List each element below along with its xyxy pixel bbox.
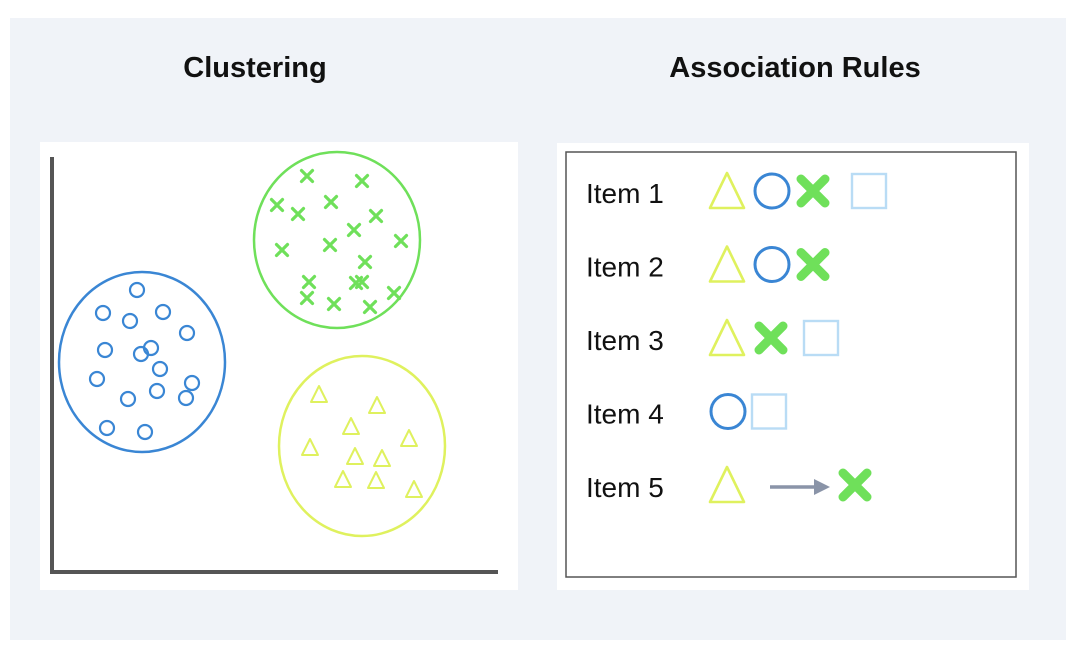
green-cross-cluster-boundary [252,150,422,330]
cross-point [274,242,290,258]
circle-point [136,423,154,441]
item-label: Item 2 [586,252,664,283]
triangle-icon [708,465,746,504]
clustering-plot [50,150,498,574]
blue-circle-cluster [57,270,227,454]
items-box [565,151,1017,578]
cross-point [299,290,315,306]
cross-icon [796,174,830,208]
circle-point [98,419,116,437]
circle-point [177,389,195,407]
item-label: Item 3 [586,325,664,356]
cross-point [362,299,378,315]
item-row: Item 3 [586,318,840,357]
cross-point [368,208,384,224]
association-rules-diagram: Item 1 Item 2 Item 3 Item 4 Item 5 [557,143,1029,590]
cross-point [393,233,409,249]
circle-point [148,382,166,400]
circle-icon [753,246,791,283]
triangle-point [342,417,360,435]
circle-point [142,339,160,357]
cross-point [346,222,362,238]
cross-icon [796,248,830,281]
item-row: Item 1 [586,171,888,210]
circle-point [94,304,112,322]
triangle-icon [708,245,746,283]
item-row: Item 2 [586,245,830,283]
cross-point [323,194,339,210]
triangle-point [301,438,319,456]
triangle-point [368,396,386,414]
circle-point [88,370,106,388]
cross-point [299,168,315,184]
green-cross-cluster [252,150,422,330]
item-label: Item 1 [586,178,664,209]
triangle-point [373,449,391,467]
triangle-point [346,447,364,465]
cross-point [322,237,338,253]
cross-point [301,274,317,290]
square-icon [850,172,888,210]
circle-icon [709,393,747,430]
triangle-icon [708,318,746,357]
triangle-point [310,385,328,403]
cross-point [326,296,342,312]
association-rules-table: Item 1 Item 2 Item 3 Item 4 Item 5 [565,151,1017,578]
arrow-icon [814,479,830,495]
cross-point [354,274,370,290]
circle-point [96,341,114,359]
cross-icon [754,321,788,355]
association-rules-title: Association Rules [669,52,921,84]
cross-icon [838,468,872,502]
item-row: Item 4 [586,393,788,430]
square-icon [802,319,840,357]
cross-point [354,173,370,189]
triangle-point [405,480,423,498]
item-row: Item 5 [586,465,872,504]
item-label: Item 4 [586,399,664,430]
blue-circle-cluster-boundary [57,270,227,454]
clustering-diagram [40,142,518,590]
yellow-triangle-cluster-boundary [277,354,447,538]
triangle-point [334,470,352,488]
circle-point [154,303,172,321]
circle-point [128,281,146,299]
triangle-icon [708,171,746,210]
circle-point [178,324,196,342]
cross-point [386,285,402,301]
circle-point [119,390,137,408]
square-icon [750,393,788,430]
triangle-point [367,471,385,489]
clustering-title: Clustering [183,52,327,84]
triangle-point [400,429,418,447]
item-label: Item 5 [586,472,664,503]
circle-point [183,374,201,392]
cross-point [357,254,373,270]
circle-point [151,360,169,378]
cross-point [290,206,306,222]
yellow-triangle-cluster [277,354,447,538]
circle-icon [753,172,791,210]
circle-point [121,312,139,330]
cross-point [269,197,285,213]
